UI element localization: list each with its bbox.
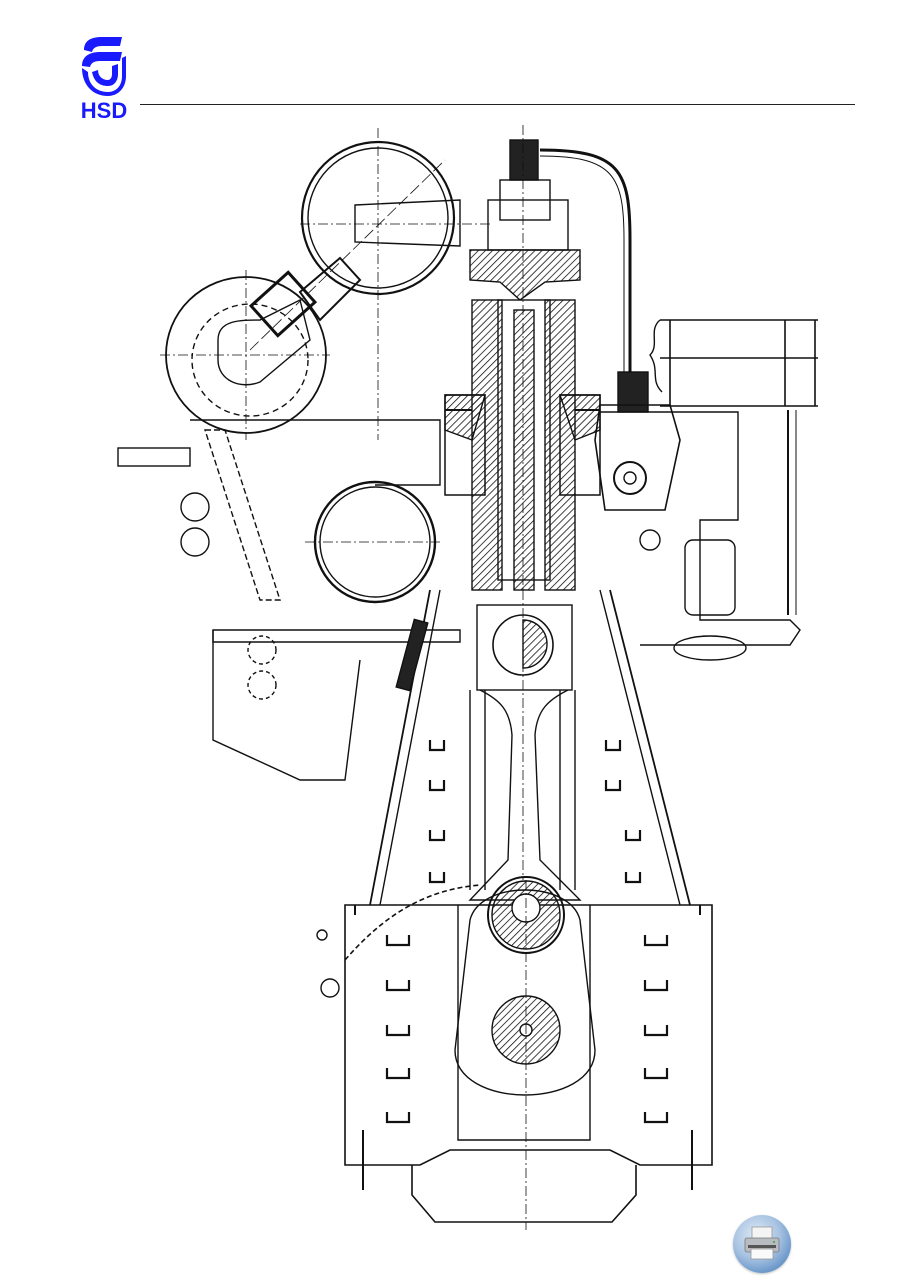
engine-cross-section-drawing xyxy=(117,125,818,1230)
printer-icon xyxy=(744,1226,780,1260)
print-button[interactable] xyxy=(733,1215,791,1273)
header-divider xyxy=(140,104,855,105)
hsd-wave-logo-icon xyxy=(82,37,126,96)
hsd-logo: HSD xyxy=(76,36,132,128)
logo-text: HSD xyxy=(80,98,128,123)
